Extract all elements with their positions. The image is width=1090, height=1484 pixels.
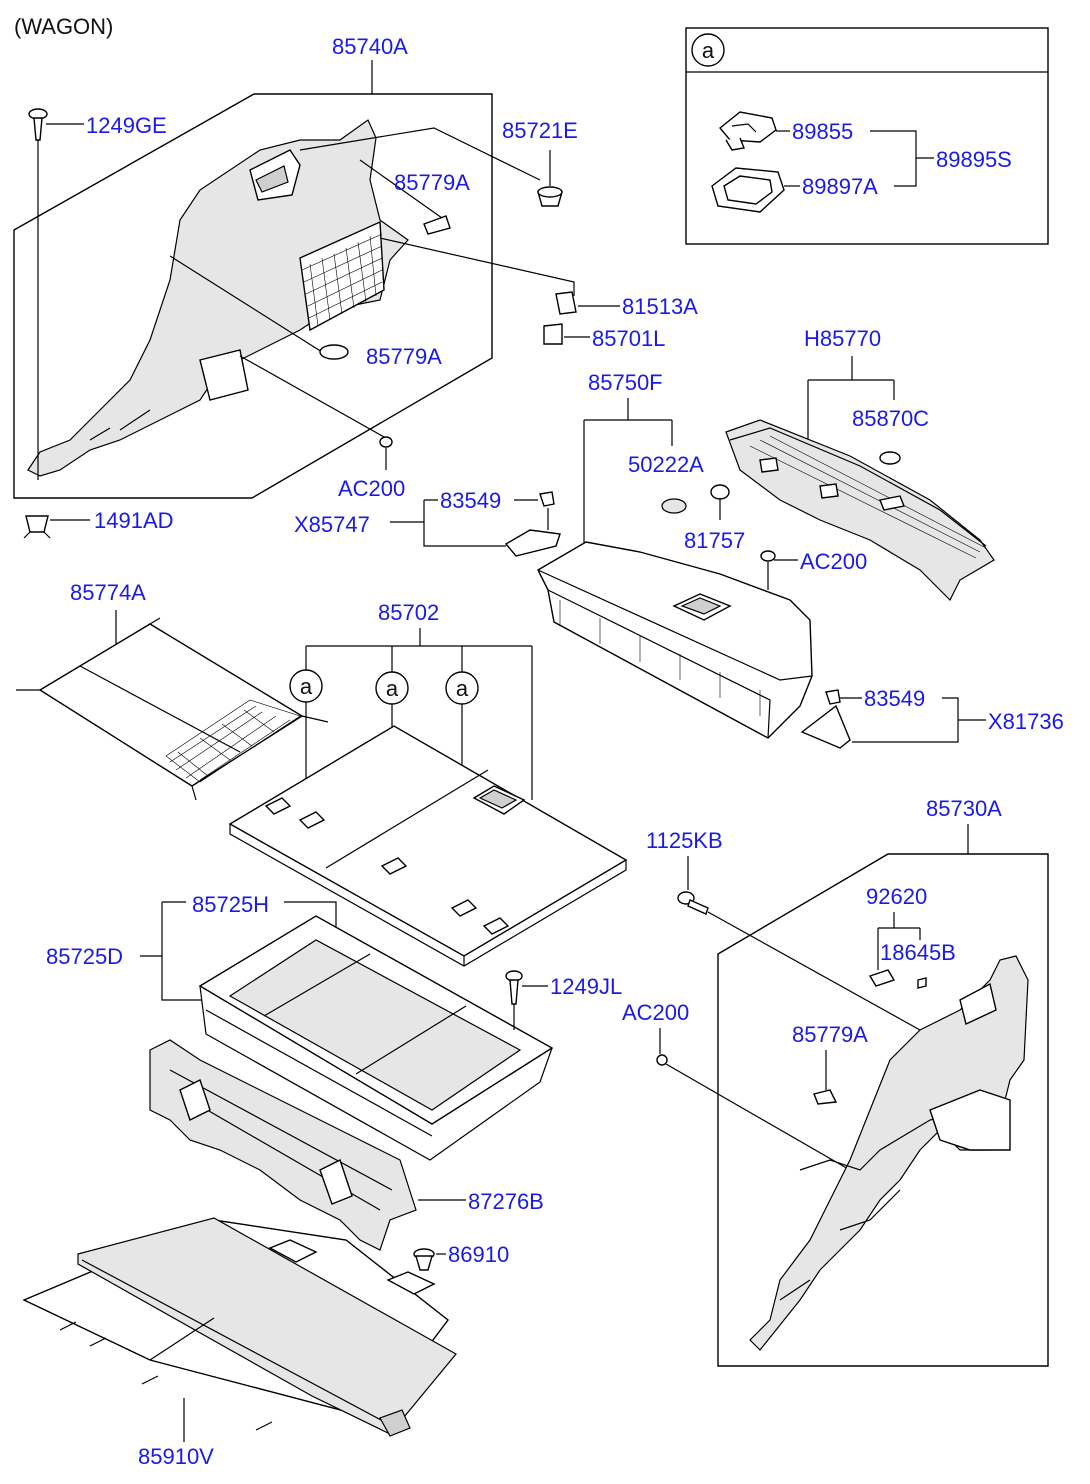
clips-81513A-85701L: 81513A 85701L <box>379 237 698 351</box>
label-1249GE: 1249GE <box>86 113 167 138</box>
callout-a-3: a <box>456 676 469 701</box>
clip-1491AD-shape <box>23 515 51 539</box>
label-X81736: X81736 <box>988 709 1064 734</box>
luggage-tray: 85750F 50222A 81757 AC200 <box>537 370 867 739</box>
tonneau-cover-85910V: 85910V <box>22 1217 457 1469</box>
label-87276B: 87276B <box>468 1189 544 1214</box>
label-H85770: H85770 <box>804 326 881 351</box>
bracket-X85747: 83549 X85747 <box>294 488 561 557</box>
label-50222A: 50222A <box>628 452 704 477</box>
group-frame-85730A <box>717 853 1049 1367</box>
label-89895S: 89895S <box>936 147 1012 172</box>
label-85725D: 85725D <box>46 944 123 969</box>
label-85910V: 85910V <box>138 1444 214 1469</box>
label-85779A-right: 85779A <box>792 1022 868 1047</box>
label-81513A: 81513A <box>622 294 698 319</box>
bracket-X81736: 83549 X81736 <box>800 686 1064 749</box>
label-89897A: 89897A <box>802 174 878 199</box>
label-86910: 86910 <box>448 1242 509 1267</box>
cargo-net-shape <box>299 220 385 332</box>
label-85701L: 85701L <box>592 326 665 351</box>
inset-frame <box>685 27 1049 245</box>
callout-a-2: a <box>386 676 399 701</box>
label-85779A-upper: 85779A <box>394 170 470 195</box>
cargo-net-85774A: 85774A <box>16 580 329 801</box>
group-frame-85740A <box>13 93 493 499</box>
label-85702: 85702 <box>378 600 439 625</box>
floor-board-85702: 85702 a a a <box>228 600 628 967</box>
label-18645B: 18645B <box>880 940 956 965</box>
label-92620: 92620 <box>866 884 927 909</box>
label-85721E: 85721E <box>502 118 578 143</box>
callout-a-1: a <box>300 674 313 699</box>
trim-panel-shape <box>27 119 409 477</box>
variant-title: (WAGON) <box>14 14 113 39</box>
clip-85721E: 85721E <box>502 118 578 207</box>
label-AC200-mid: AC200 <box>800 549 867 574</box>
inset-marker: a <box>702 38 715 63</box>
label-83549-lower: 83549 <box>864 686 925 711</box>
label-81757: 81757 <box>684 528 745 553</box>
label-X85747: X85747 <box>294 512 370 537</box>
inset-marker-circle <box>691 33 725 67</box>
label-1249JL: 1249JL <box>550 974 622 999</box>
label-85774A: 85774A <box>70 580 146 605</box>
label-AC200-left: AC200 <box>338 476 405 501</box>
label-AC200-right: AC200 <box>622 1000 689 1025</box>
frame-89897A-shape <box>711 167 785 213</box>
inset-box: a 89855 89897A 89895S <box>685 27 1049 245</box>
label-85779A-lower: 85779A <box>366 344 442 369</box>
clip-86910: 86910 <box>413 1242 509 1271</box>
label-1125KB: 1125KB <box>646 828 723 853</box>
label-89855: 89855 <box>792 119 853 144</box>
label-85730A: 85730A <box>926 796 1002 821</box>
label-85740A: 85740A <box>332 34 408 59</box>
label-85725H: 85725H <box>192 892 269 917</box>
label-85870C: 85870C <box>852 406 929 431</box>
label-83549-upper: 83549 <box>440 488 501 513</box>
label-1491AD: 1491AD <box>94 508 174 533</box>
screw-1249GE-shape <box>28 108 48 141</box>
left-quarter-trim: 85740A 1249GE 1491AD 85779A <box>13 34 541 539</box>
right-quarter-trim: 85730A 1125KB 92620 18645B AC200 85779A <box>622 796 1049 1367</box>
floor-bracket-87276B: 87276B <box>149 1039 544 1251</box>
tailgate-sill-trim: H85770 85870C <box>725 326 995 602</box>
under-floor-box: 85725H 85725D 1249JL <box>46 892 622 1161</box>
label-85750F: 85750F <box>588 370 663 395</box>
clip-89855-shape <box>719 111 777 151</box>
